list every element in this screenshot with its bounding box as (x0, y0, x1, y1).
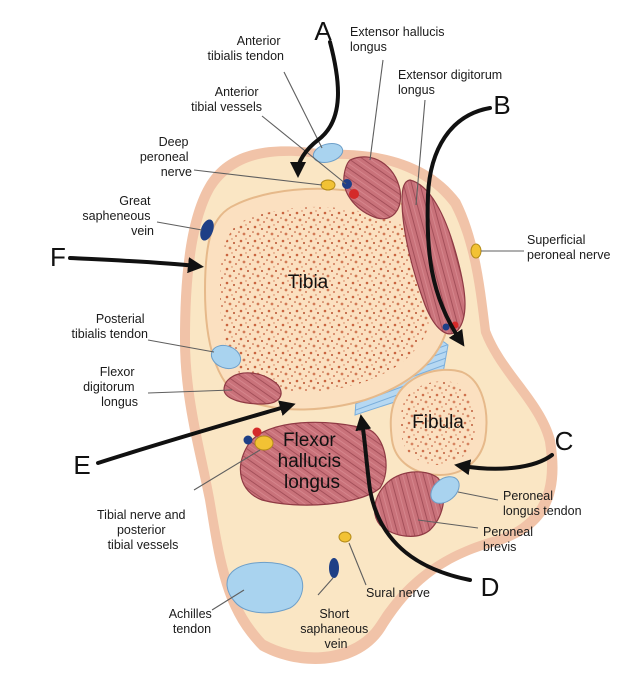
label-flexor-digitorum-longus: Flexor digitorum longus (83, 365, 138, 409)
label-tibial-nerve-vessels-line-3: tibial vessels (108, 538, 179, 552)
leader-extensor-hallucis-longus (370, 60, 383, 160)
posterior-tibial-vein-dot (244, 436, 253, 445)
anterior-tibial-artery-dot (349, 189, 359, 199)
label-sural-nerve-line-1: Sural nerve (366, 586, 430, 600)
label-peroneal-longus-tendon-line-1: Peroneal (503, 489, 553, 503)
label-tibial-nerve-vessels: Tibial nerve and posterior tibial vessel… (97, 508, 189, 552)
label-superficial-peroneal-nerve: Superficial peroneal nerve (527, 233, 610, 262)
label-posterior-tibialis-tendon-line-2: tibialis tendon (72, 327, 148, 341)
superficial-peroneal-nerve (471, 244, 481, 258)
label-anterior-tibialis-tendon: Anterior tibialis tendon (208, 34, 284, 63)
approach-letter-c: C (555, 426, 574, 456)
flexor-hallucis-longus-label-line-3: longus (284, 472, 340, 493)
label-anterior-tibial-vessels-line-2: tibial vessels (191, 100, 262, 114)
label-extensor-digitorum-longus-line-1: Extensor digitorum (398, 68, 502, 82)
label-tibial-nerve-vessels-line-2: posterior (117, 523, 166, 537)
label-anterior-tibial-vessels-line-1: Anterior (215, 85, 259, 99)
approach-letter-f: F (50, 242, 66, 272)
arrow-f (70, 258, 196, 266)
label-peroneal-brevis-line-1: Peroneal (483, 525, 533, 539)
tibial-nerve (255, 436, 273, 450)
leader-anterior-tibialis-tendon (284, 72, 322, 148)
label-extensor-hallucis-longus-line-2: longus (350, 40, 387, 54)
label-extensor-digitorum-longus-line-2: longus (398, 83, 435, 97)
approach-letter-a: A (314, 16, 332, 46)
label-short-saphenous-vein-line-2: saphaneous (300, 622, 368, 636)
label-extensor-hallucis-longus: Extensor hallucis longus (350, 25, 448, 54)
label-extensor-hallucis-longus-line-1: Extensor hallucis (350, 25, 445, 39)
achilles-tendon (227, 562, 303, 612)
label-superficial-peroneal-nerve-line-1: Superficial (527, 233, 585, 247)
flexor-hallucis-longus-label-line-2: hallucis (278, 451, 341, 472)
label-great-saphenous-vein-line-3: vein (131, 224, 154, 238)
label-deep-peroneal-nerve: Deep peroneal nerve (140, 135, 192, 179)
label-deep-peroneal-nerve-line-1: Deep (159, 135, 189, 149)
label-tibial-nerve-vessels-line-1: Tibial nerve and (97, 508, 186, 522)
tibia-label: Tibia (288, 272, 329, 293)
flexor-hallucis-longus-label-line-1: Flexor (283, 430, 336, 451)
sural-nerve (339, 532, 351, 542)
label-great-saphenous-vein-line-1: Great (119, 194, 151, 208)
label-peroneal-longus-tendon: Peroneal longus tendon (503, 489, 582, 518)
deep-peroneal-nerve (321, 180, 335, 190)
label-flexor-digitorum-longus-line-1: Flexor (100, 365, 135, 379)
flexor-hallucis-longus-label: Flexor hallucis longus (278, 430, 347, 493)
anterior-tibial-vein-dot (342, 179, 352, 189)
label-sural-nerve: Sural nerve (366, 586, 430, 600)
label-anterior-tibial-vessels: Anterior tibial vessels (191, 85, 262, 114)
short-saphenous-vein (329, 558, 339, 578)
fibula-label: Fibula (412, 412, 464, 433)
peroneal-vein-dot (443, 324, 450, 331)
label-achilles-tendon-line-1: Achilles (169, 607, 212, 621)
posterior-tibial-artery-dot (253, 428, 262, 437)
label-deep-peroneal-nerve-line-3: nerve (161, 165, 192, 179)
approach-letter-b: B (493, 90, 510, 120)
approach-letter-d: D (481, 572, 500, 602)
label-anterior-tibialis-tendon-line-2: tibialis tendon (208, 49, 284, 63)
approach-letter-e: E (73, 450, 90, 480)
label-peroneal-brevis-line-2: brevis (483, 540, 516, 554)
label-short-saphenous-vein-line-1: Short (319, 607, 349, 621)
label-peroneal-brevis: Peroneal brevis (483, 525, 537, 554)
label-great-saphenous-vein: Great sapheneous vein (82, 194, 154, 238)
label-posterior-tibialis-tendon: Posterial tibialis tendon (72, 312, 148, 341)
label-deep-peroneal-nerve-line-2: peroneal (140, 150, 189, 164)
label-great-saphenous-vein-line-2: sapheneous (82, 209, 150, 223)
label-flexor-digitorum-longus-line-3: longus (101, 395, 138, 409)
label-achilles-tendon: Achilles tendon (169, 607, 216, 636)
label-peroneal-longus-tendon-line-2: longus tendon (503, 504, 582, 518)
label-short-saphenous-vein-line-3: vein (325, 637, 348, 651)
label-anterior-tibialis-tendon-line-1: Anterior (237, 34, 281, 48)
label-achilles-tendon-line-2: tendon (173, 622, 211, 636)
label-superficial-peroneal-nerve-line-2: peroneal nerve (527, 248, 610, 262)
label-extensor-digitorum-longus: Extensor digitorum longus (398, 68, 506, 97)
label-flexor-digitorum-longus-line-2: digitorum (83, 380, 134, 394)
label-posterior-tibialis-tendon-line-1: Posterial (96, 312, 145, 326)
